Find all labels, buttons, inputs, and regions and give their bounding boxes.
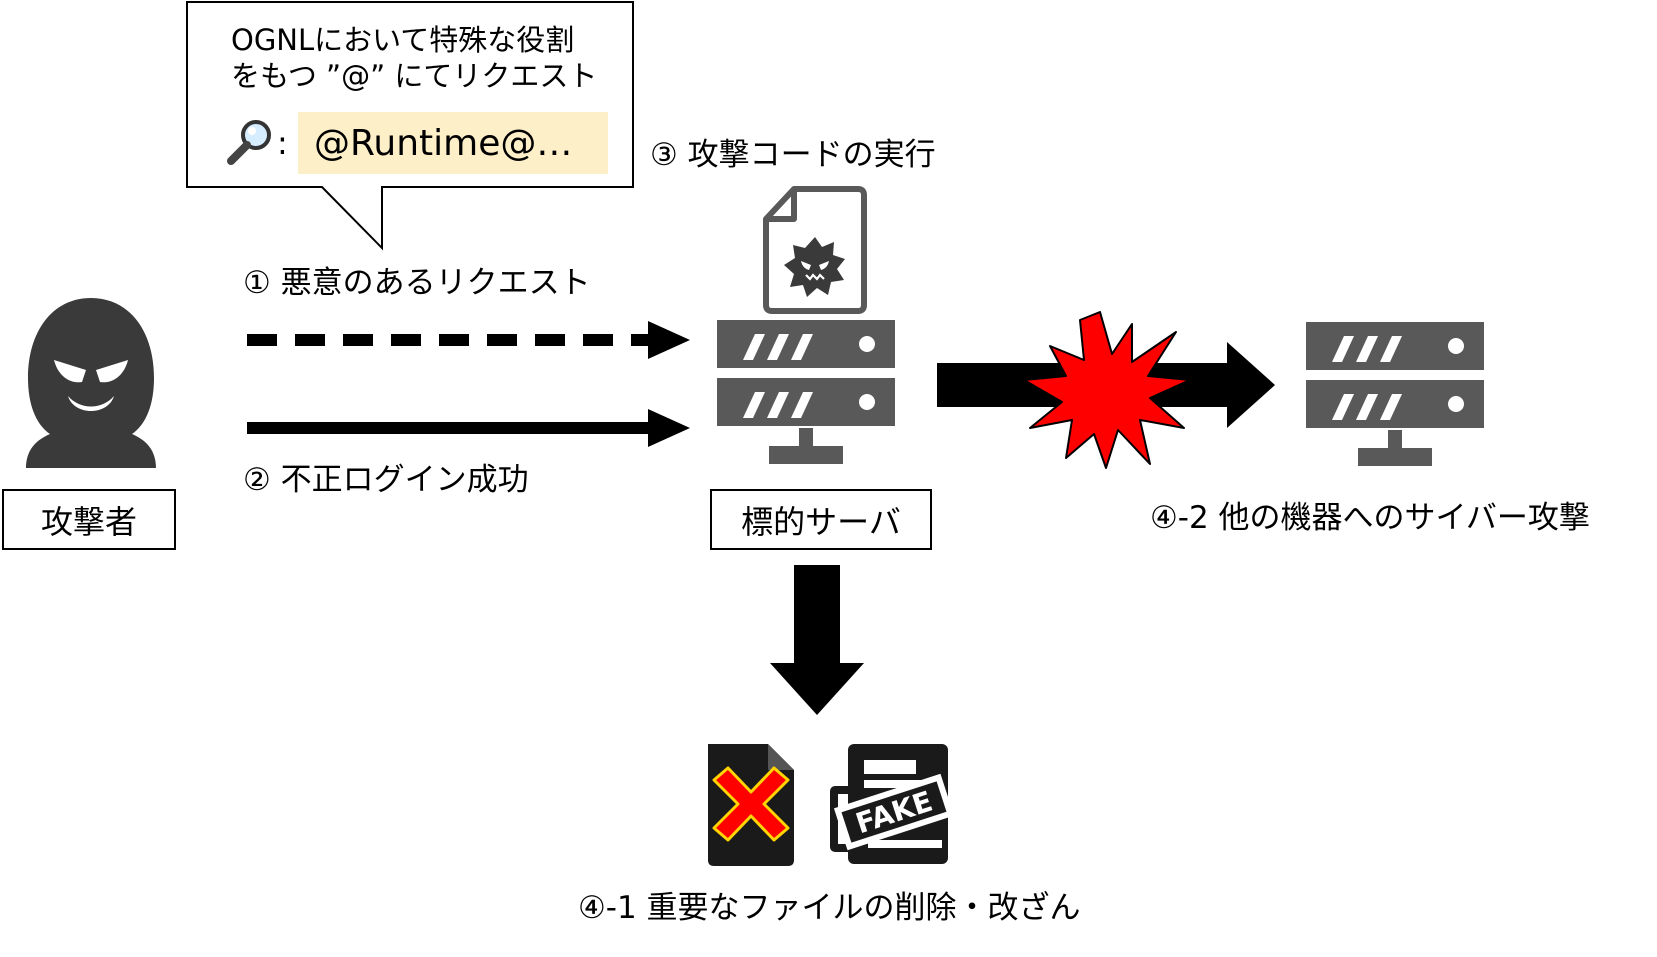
step1-label: ① 悪意のあるリクエスト — [243, 265, 591, 301]
other-server-icon — [1306, 322, 1484, 466]
attacker-icon — [26, 298, 156, 468]
down-arrow — [770, 565, 864, 715]
attacker-label: 攻撃者 — [2, 489, 176, 550]
step4-2-label: ④-2 他の機器へのサイバー攻撃 — [1150, 500, 1590, 536]
step2-label: ② 不正ログイン成功 — [243, 462, 529, 498]
target-server-icon — [717, 320, 895, 464]
malware-file-icon — [763, 186, 867, 314]
dashed-request-arrow — [247, 321, 690, 359]
step4-1-label: ④-1 重要なファイルの削除・改ざん — [578, 890, 1081, 926]
bubble-text-line1: OGNLにおいて特殊な役割 — [231, 23, 575, 57]
explosion-burst — [1023, 311, 1191, 469]
deleted-file-icon — [708, 744, 794, 866]
magnifier-icon — [227, 120, 271, 165]
login-success-arrow — [247, 409, 690, 447]
target-server-label: 標的サーバ — [710, 489, 932, 550]
code-snippet: @Runtime@… — [298, 112, 608, 174]
fake-document-icon: FAKE — [830, 744, 955, 864]
bubble-text-line2: をもつ ”@” にてリクエスト — [231, 59, 598, 93]
step3-label: ③ 攻撃コードの実行 — [650, 137, 936, 173]
bubble-colon: : — [277, 124, 288, 162]
